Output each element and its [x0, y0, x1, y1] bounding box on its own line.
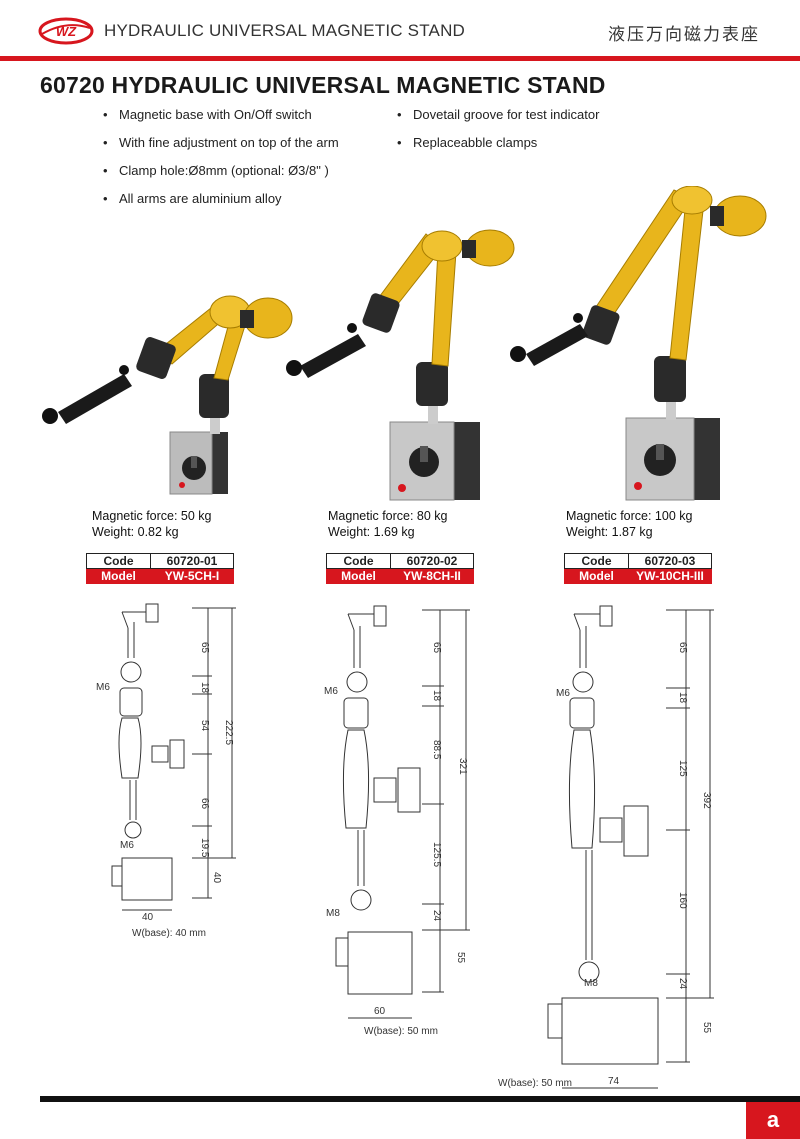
magnetic-force: Magnetic force: 100 kg: [566, 509, 693, 523]
dim-label: 18: [431, 690, 442, 702]
spec-block-2: Magnetic force: 80 kg Weight: 1.69 kg: [328, 508, 448, 540]
dim-label: 40: [211, 872, 222, 884]
thread-label-top: M6: [96, 682, 110, 693]
dim-label: 18: [199, 682, 210, 694]
model-label: Model: [564, 568, 629, 584]
dim-label: 65: [199, 642, 210, 654]
model-value: YW-8CH-II: [390, 568, 474, 584]
model-value: YW-5CH-I: [150, 568, 234, 584]
weight: Weight: 0.82 kg: [92, 525, 179, 539]
header-title: HYDRAULIC UNIVERSAL MAGNETIC STAND: [104, 21, 466, 40]
dim-label: 18: [677, 692, 688, 704]
dim-label: 54: [199, 720, 210, 732]
dim-label: 40: [142, 912, 154, 923]
weight: Weight: 1.87 kg: [566, 525, 653, 539]
footer-divider: [40, 1096, 800, 1102]
feature-item: Clamp hole:Ø8mm (optional: Ø3/8" ): [103, 162, 339, 190]
magnetic-force: Magnetic force: 80 kg: [328, 509, 448, 523]
feature-list-left: Magnetic base with On/Off switch With fi…: [103, 106, 339, 218]
dim-label: 24: [431, 910, 442, 922]
spec-block-1: Magnetic force: 50 kg Weight: 0.82 kg: [92, 508, 212, 540]
header-divider: [0, 56, 800, 61]
dim-label: 65: [677, 642, 688, 654]
page-header: WZ HYDRAULIC UNIVERSAL MAGNETIC STAND 液压…: [0, 0, 800, 62]
dim-label: 60: [374, 1006, 386, 1017]
dim-label: 125: [677, 760, 688, 777]
dim-label: 24: [677, 978, 688, 990]
wz-logo: WZ: [38, 17, 94, 45]
dim-label: 55: [455, 952, 466, 964]
code-value: 60720-01: [150, 553, 234, 569]
dim-label: 222.5: [223, 720, 234, 745]
thread-label-bottom: M6: [120, 840, 134, 851]
feature-item: Dovetail groove for test indicator: [397, 106, 599, 134]
code-value: 60720-03: [628, 553, 712, 569]
dimension-drawing-2: 65 18 88.5 321 125.5 24 55 60 M6 M8 W(ba…: [324, 605, 470, 1037]
thread-label-bottom: M8: [326, 908, 340, 919]
header-title-cn: 液压万向磁力表座: [608, 25, 760, 45]
dim-label: 55: [701, 1022, 712, 1034]
feature-item: Replaceabble clamps: [397, 134, 599, 162]
dim-label: 321: [457, 758, 468, 775]
product-image-medium: [286, 229, 515, 501]
dim-label: 65: [431, 642, 442, 654]
thread-label-bottom: M8: [584, 978, 598, 989]
code-value: 60720-02: [390, 553, 474, 569]
weight: Weight: 1.69 kg: [328, 525, 415, 539]
dim-label: 160: [677, 892, 688, 909]
logo-text: WZ: [56, 24, 77, 39]
spec-block-3: Magnetic force: 100 kg Weight: 1.87 kg: [566, 508, 692, 540]
feature-item: All arms are aluminium alloy: [103, 190, 339, 218]
page-title: 60720 HYDRAULIC UNIVERSAL MAGNETIC STAND: [40, 72, 606, 98]
model-value: YW-10CH-III: [628, 568, 712, 584]
dimension-drawing-1: 65 18 54 222.5 66 19.5 40 40 M6 M6 W(bas…: [96, 603, 236, 939]
magnetic-force: Magnetic force: 50 kg: [92, 509, 212, 523]
thread-label-top: M6: [556, 688, 570, 699]
dimension-drawing-3: 65 18 125 392 160 24 55 74 M6 M8 W(base)…: [498, 605, 714, 1089]
feature-item: With fine adjustment on top of the arm: [103, 134, 339, 162]
dim-label: 125.5: [431, 842, 442, 867]
code-label: Code: [326, 553, 391, 569]
base-width-label: W(base): 40 mm: [132, 928, 206, 939]
thread-label-top: M6: [324, 686, 338, 697]
code-label: Code: [564, 553, 629, 569]
page-letter-tab: a: [746, 1102, 800, 1139]
dim-label: 88.5: [431, 740, 442, 760]
model-label: Model: [86, 568, 151, 584]
base-width-label: W(base): 50 mm: [364, 1026, 438, 1037]
feature-list-right: Dovetail groove for test indicator Repla…: [397, 106, 599, 162]
dim-label: 66: [199, 798, 210, 810]
feature-item: Magnetic base with On/Off switch: [103, 106, 339, 134]
model-label: Model: [326, 568, 391, 584]
product-image-large: [510, 186, 767, 501]
base-width-label: W(base): 50 mm: [498, 1078, 572, 1089]
dim-label: 19.5: [199, 838, 210, 858]
dim-label: 74: [608, 1076, 620, 1087]
product-image-small: [42, 295, 293, 495]
code-label: Code: [86, 553, 151, 569]
dim-label: 392: [701, 792, 712, 809]
